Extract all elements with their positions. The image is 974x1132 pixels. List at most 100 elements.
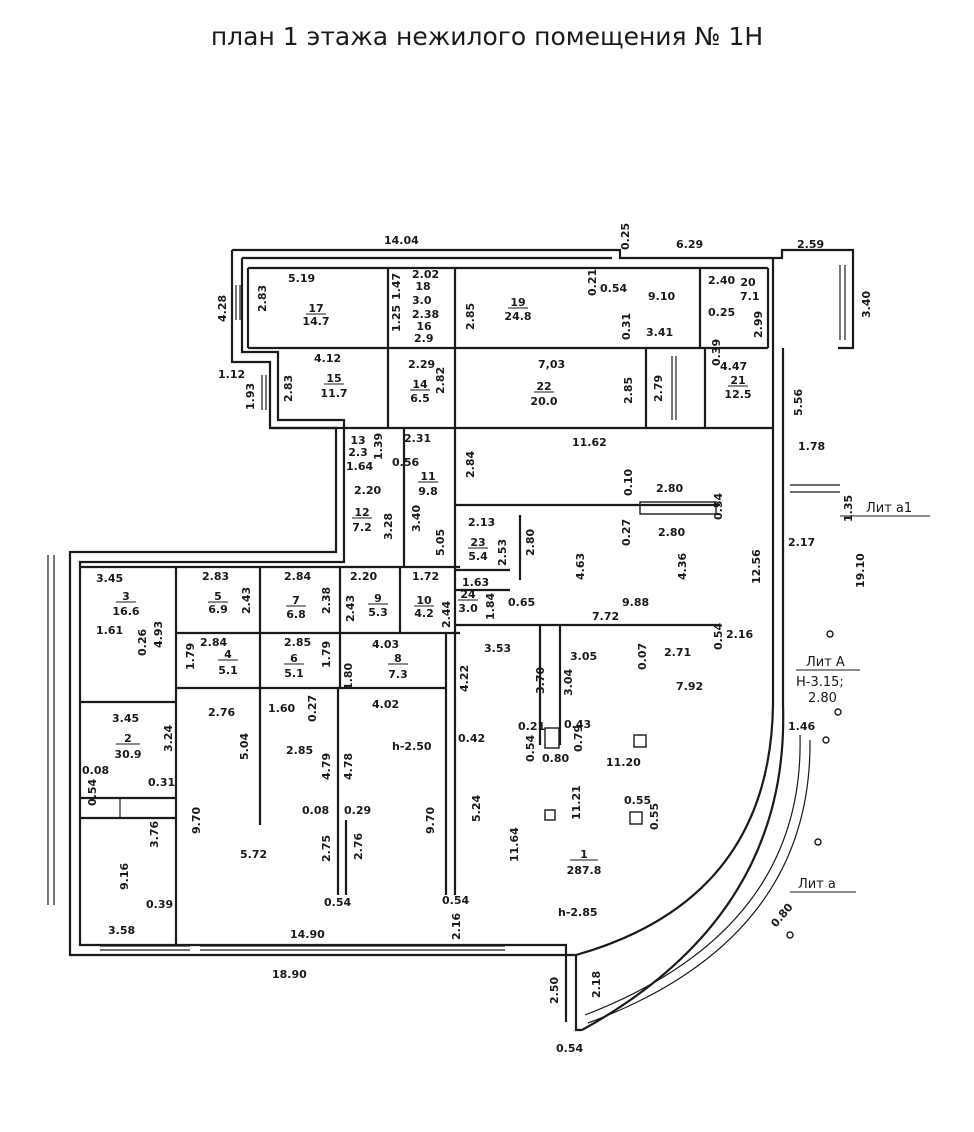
dim-label: 0.80 [542,752,569,765]
dim-label: 1.64 [346,460,373,473]
dim-label: h-2.85 [558,906,598,919]
dim-label: 3.70 [534,667,547,694]
dim-label: 0.07 [636,643,649,670]
dim-label: 3.24 [162,725,175,752]
dim-label: 2.85 [286,744,313,757]
dim-label: 3.53 [484,642,511,655]
dim-label: 18.90 [272,968,307,981]
dim-label: 14.04 [384,234,419,247]
svg-text:6.5: 6.5 [410,392,430,405]
svg-text:14: 14 [412,378,428,391]
dim-label: 1.93 [244,383,257,410]
dim-label: 2.02 [412,268,439,281]
room-label-20: 20 [740,276,756,289]
dim-label: 3.45 [96,572,123,585]
dim-label: 1.46 [788,720,815,733]
svg-text:287.8: 287.8 [567,864,602,877]
dim-label: 9.70 [424,807,437,834]
dim-label: 5.56 [792,389,805,416]
svg-text:12.5: 12.5 [724,388,751,401]
dim-label: 1.72 [412,570,439,583]
svg-text:22: 22 [536,380,551,393]
dim-label: 1.63 [462,576,489,589]
dim-label: 0.56 [392,456,419,469]
room-label-11: 119.8 [418,470,438,498]
dim-label: 7.72 [592,610,619,623]
svg-text:15: 15 [326,372,341,385]
dim-label: 1.60 [268,702,295,715]
dim-label: 11.20 [606,756,641,769]
dim-label: 2.82 [434,367,447,394]
dim-label: 2.20 [354,484,381,497]
dim-label: 2.44 [440,601,453,628]
dim-label: 0.27 [620,519,633,546]
dim-label: 0.54 [524,735,537,762]
room-label-9: 95.3 [368,592,388,619]
room-label-16: 16 [416,320,432,333]
svg-text:17: 17 [308,302,323,315]
dim-label: 5.05 [434,529,447,556]
dim-label: 7.92 [676,680,703,693]
dim-label: 3.45 [112,712,139,725]
room-label-23: 235.4 [468,536,488,563]
dim-label: 3.58 [108,924,135,937]
dim-label: 2.50 [548,977,561,1004]
dim-label: 1.39 [372,433,385,460]
lit-A-height: Н-3.15; [796,675,844,690]
svg-text:13: 13 [350,434,365,447]
dim-label: 0.26 [136,629,149,656]
dim-label: 2.38 [320,587,333,614]
dim-label: 5.19 [288,272,315,285]
svg-text:5: 5 [214,590,222,603]
dim-label: 0.39 [710,339,723,366]
dim-label: 5.72 [240,848,267,861]
dim-label: 7.1 [740,290,760,303]
svg-text:5.3: 5.3 [368,606,388,619]
dim-label: 2.85 [622,377,635,404]
svg-text:23: 23 [470,536,485,549]
svg-text:14.7: 14.7 [302,315,329,328]
dim-label: 0.55 [624,794,651,807]
small-fixtures [544,501,842,939]
dim-label: 0.54 [442,894,469,907]
room-label-5: 56.9 [208,590,228,616]
lit-a1-label: Лит а1 [866,501,912,516]
dim-label: 2.59 [797,238,824,251]
svg-text:3: 3 [122,590,130,603]
dim-label: 1.35 [842,495,855,522]
dim-label: 9.10 [648,290,675,303]
svg-text:7.3: 7.3 [388,668,408,681]
room-label-13: 132.3 [348,434,368,459]
hatching [47,265,846,951]
svg-text:4: 4 [224,648,232,661]
dim-label: 2.16 [450,913,463,940]
svg-text:21: 21 [730,374,745,387]
room-label-18: 18 [415,280,430,293]
dim-label: 0.25 [619,223,632,250]
dim-label: 2.83 [282,375,295,402]
dim-label: 4.36 [676,553,689,580]
svg-text:5.4: 5.4 [468,550,488,563]
dim-label: 4.03 [372,638,399,651]
dim-label: 0.80 [768,901,796,930]
dim-label: 0.43 [564,718,591,731]
dim-label: 2.13 [468,516,495,529]
svg-text:20: 20 [740,276,756,289]
dim-label: 4.79 [320,753,333,780]
dim-label: 2.31 [404,432,431,445]
svg-text:20.0: 20.0 [530,395,557,408]
svg-text:19: 19 [510,296,525,309]
svg-text:2: 2 [124,732,132,745]
dim-label: 2.84 [464,451,477,478]
dimension-labels: 14.04 0.25 6.29 2.59 5.19 2.83 4.28 2.02… [82,223,873,1055]
svg-text:4.2: 4.2 [414,607,434,620]
dim-label: 2.40 [708,274,735,287]
room-label-12: 127.2 [352,506,372,534]
dim-label: h-2.50 [392,740,432,753]
dim-label: 3.28 [382,513,395,540]
dim-label: 2.43 [240,587,253,614]
